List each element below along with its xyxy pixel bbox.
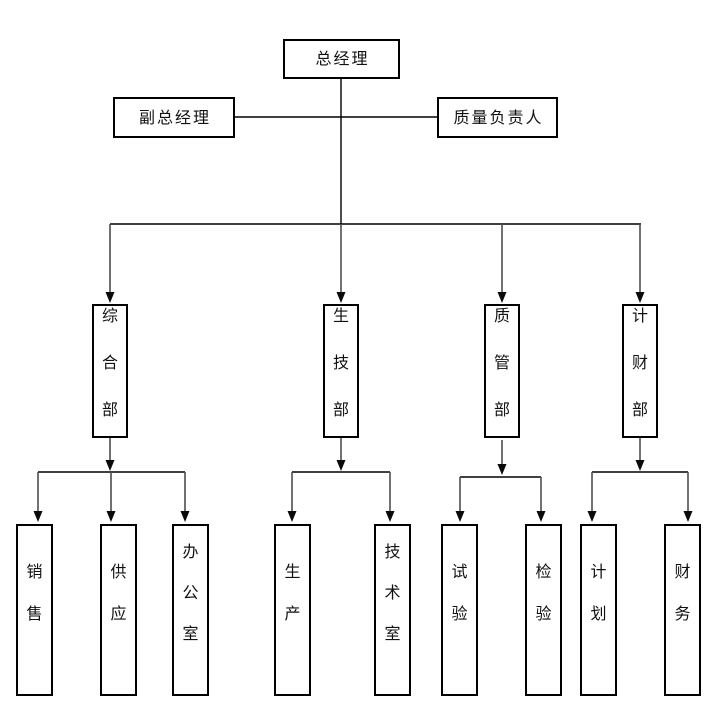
node-general-manager: 总经理: [283, 39, 400, 79]
arrow-head: [635, 460, 645, 471]
arrow-head: [497, 464, 507, 475]
arrow-head: [536, 511, 546, 522]
arrow-head: [180, 511, 190, 522]
vertical-char: 售: [26, 604, 43, 623]
vertical-char: 技: [384, 542, 401, 561]
vertical-char: 室: [182, 624, 199, 643]
node-supply: 供应: [100, 524, 137, 696]
arrow-head: [287, 511, 297, 522]
node-dept-comprehensive: 综合部: [92, 304, 128, 438]
vertical-char: 合: [101, 352, 118, 372]
arrow-head: [336, 292, 346, 303]
node-finance: 财务: [664, 524, 701, 696]
arrow-head: [683, 511, 693, 522]
node-deputy-general-manager: 副总经理: [113, 97, 235, 138]
arrow-shafts: [37, 224, 689, 513]
arrow-head: [455, 511, 465, 522]
node-office: 办公室: [172, 524, 209, 696]
node-technical-office: 技术室: [374, 524, 411, 696]
node-production: 生产: [274, 524, 311, 696]
node-testing: 试验: [441, 524, 478, 696]
vertical-char: 办: [182, 542, 199, 561]
vertical-char: 综: [101, 305, 118, 325]
node-dept-quality-control: 质管部: [484, 304, 520, 438]
vertical-char: 务: [674, 604, 691, 623]
vertical-char: 应: [110, 604, 127, 623]
vertical-char: 财: [631, 352, 648, 372]
vertical-char: 计: [590, 562, 607, 581]
vertical-char: 财: [674, 562, 691, 581]
vertical-char: 部: [332, 399, 349, 419]
arrow-head: [106, 511, 116, 522]
vertical-char: 试: [451, 562, 468, 581]
vertical-char: 供: [110, 562, 127, 581]
vertical-char: 管: [493, 352, 510, 372]
vertical-char: 产: [284, 604, 301, 623]
node-inspection: 检验: [525, 524, 562, 696]
arrow-head: [587, 511, 597, 522]
arrow-head: [105, 460, 115, 471]
node-planning: 计划: [580, 524, 617, 696]
arrow-head: [635, 292, 645, 303]
node-quality-director: 质量负责人: [437, 97, 558, 138]
node-sales: 销售: [16, 524, 53, 696]
arrow-head: [385, 511, 395, 522]
arrow-head: [33, 511, 43, 522]
arrow-head: [105, 292, 115, 303]
node-dept-planning-finance: 计财部: [622, 304, 658, 438]
vertical-char: 计: [631, 305, 648, 325]
vertical-char: 检: [535, 562, 552, 581]
plain-lines: [38, 79, 688, 478]
node-dept-production-tech: 生技部: [323, 304, 359, 438]
vertical-char: 部: [631, 399, 648, 419]
vertical-char: 生: [284, 562, 301, 581]
vertical-char: 公: [182, 583, 199, 602]
vertical-char: 销: [26, 562, 43, 581]
vertical-char: 验: [535, 604, 552, 623]
vertical-char: 质: [493, 305, 510, 325]
vertical-char: 术: [384, 583, 401, 602]
vertical-char: 生: [332, 305, 349, 325]
vertical-char: 室: [384, 624, 401, 643]
arrow-heads: [33, 292, 693, 522]
vertical-char: 部: [493, 399, 510, 419]
vertical-char: 验: [451, 604, 468, 623]
vertical-char: 划: [590, 604, 607, 623]
arrow-head: [336, 460, 346, 471]
arrow-head: [497, 292, 507, 303]
vertical-char: 部: [101, 399, 118, 419]
vertical-char: 技: [332, 352, 349, 372]
